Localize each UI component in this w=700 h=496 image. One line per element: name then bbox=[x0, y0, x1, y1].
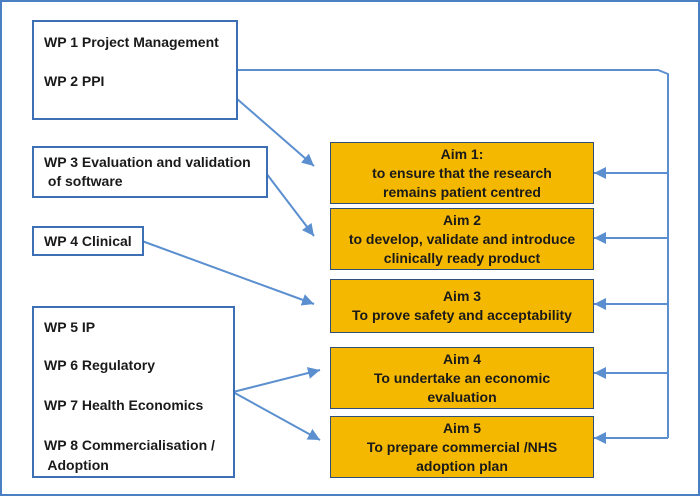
bus-line bbox=[238, 69, 669, 438]
wp-2-label: WP 2 PPI bbox=[44, 73, 105, 89]
wp-5-label: WP 5 IP bbox=[44, 319, 96, 335]
arrow-wp58-to-aim-5 bbox=[232, 391, 321, 441]
aim-3-title: Aim 3 bbox=[442, 288, 482, 304]
wp-group-ip-regulatory-economics: WP 5 IP WP 6 Regulatory WP 7 Health Econ… bbox=[32, 306, 235, 478]
aim-5-title: Aim 5 bbox=[442, 419, 482, 436]
aim-5-line-1: To prepare commercial /NHS bbox=[366, 438, 558, 455]
aim-5-box: Aim 5 To prepare commercial /NHS adoptio… bbox=[330, 416, 594, 478]
wp-6-label: WP 6 Regulatory bbox=[44, 357, 155, 373]
wp-7-label: WP 7 Health Economics bbox=[44, 397, 204, 413]
arrow-wp3-to-aim-2 bbox=[265, 172, 315, 237]
wp-1-label: WP 1 Project Management bbox=[44, 34, 219, 50]
aim-4-box: Aim 4 To undertake an economic evaluatio… bbox=[330, 347, 594, 409]
wp-8-label-line-1: WP 8 Commercialisation / bbox=[44, 437, 215, 453]
arrow-wp12-to-aim-1 bbox=[235, 97, 315, 167]
wp-group-evaluation: WP 3 Evaluation and validation of softwa… bbox=[32, 146, 268, 198]
wp-3-label-line-2: of software bbox=[44, 173, 123, 189]
aim-4-line-1: To undertake an economic bbox=[373, 369, 551, 386]
aim-5-line-2: adoption plan bbox=[416, 457, 508, 474]
wp-group-management-ppi: WP 1 Project Management WP 2 PPI bbox=[32, 20, 238, 120]
aim-2-line-1: to develop, validate and introduce bbox=[348, 230, 576, 247]
wp-8-label-line-2: Adoption bbox=[44, 457, 109, 473]
aim-2-title: Aim 2 bbox=[442, 211, 482, 228]
aim-1-line-2: remains patient centred bbox=[383, 183, 541, 200]
wp-3-label-line-1: WP 3 Evaluation and validation bbox=[44, 154, 251, 170]
wp-4-label: WP 4 Clinical bbox=[44, 233, 132, 249]
arrow-wp58-to-aim-4 bbox=[232, 367, 321, 393]
aim-3-box: Aim 3 To prove safety and acceptability bbox=[330, 279, 594, 333]
aim-4-title: Aim 4 bbox=[442, 350, 482, 367]
wp-group-clinical: WP 4 Clinical bbox=[32, 226, 144, 256]
aim-3-line-1: To prove safety and acceptability bbox=[352, 307, 572, 323]
arrow-wp4-to-aim-3 bbox=[141, 240, 315, 306]
aim-1-title: Aim 1: bbox=[440, 145, 484, 162]
aim-4-line-2: evaluation bbox=[427, 388, 497, 405]
aim-2-line-2: clinically ready product bbox=[383, 249, 541, 266]
aim-1-box: Aim 1: to ensure that the research remai… bbox=[330, 142, 594, 204]
aim-1-line-1: to ensure that the research bbox=[372, 164, 552, 181]
aim-2-box: Aim 2 to develop, validate and introduce… bbox=[330, 208, 594, 270]
